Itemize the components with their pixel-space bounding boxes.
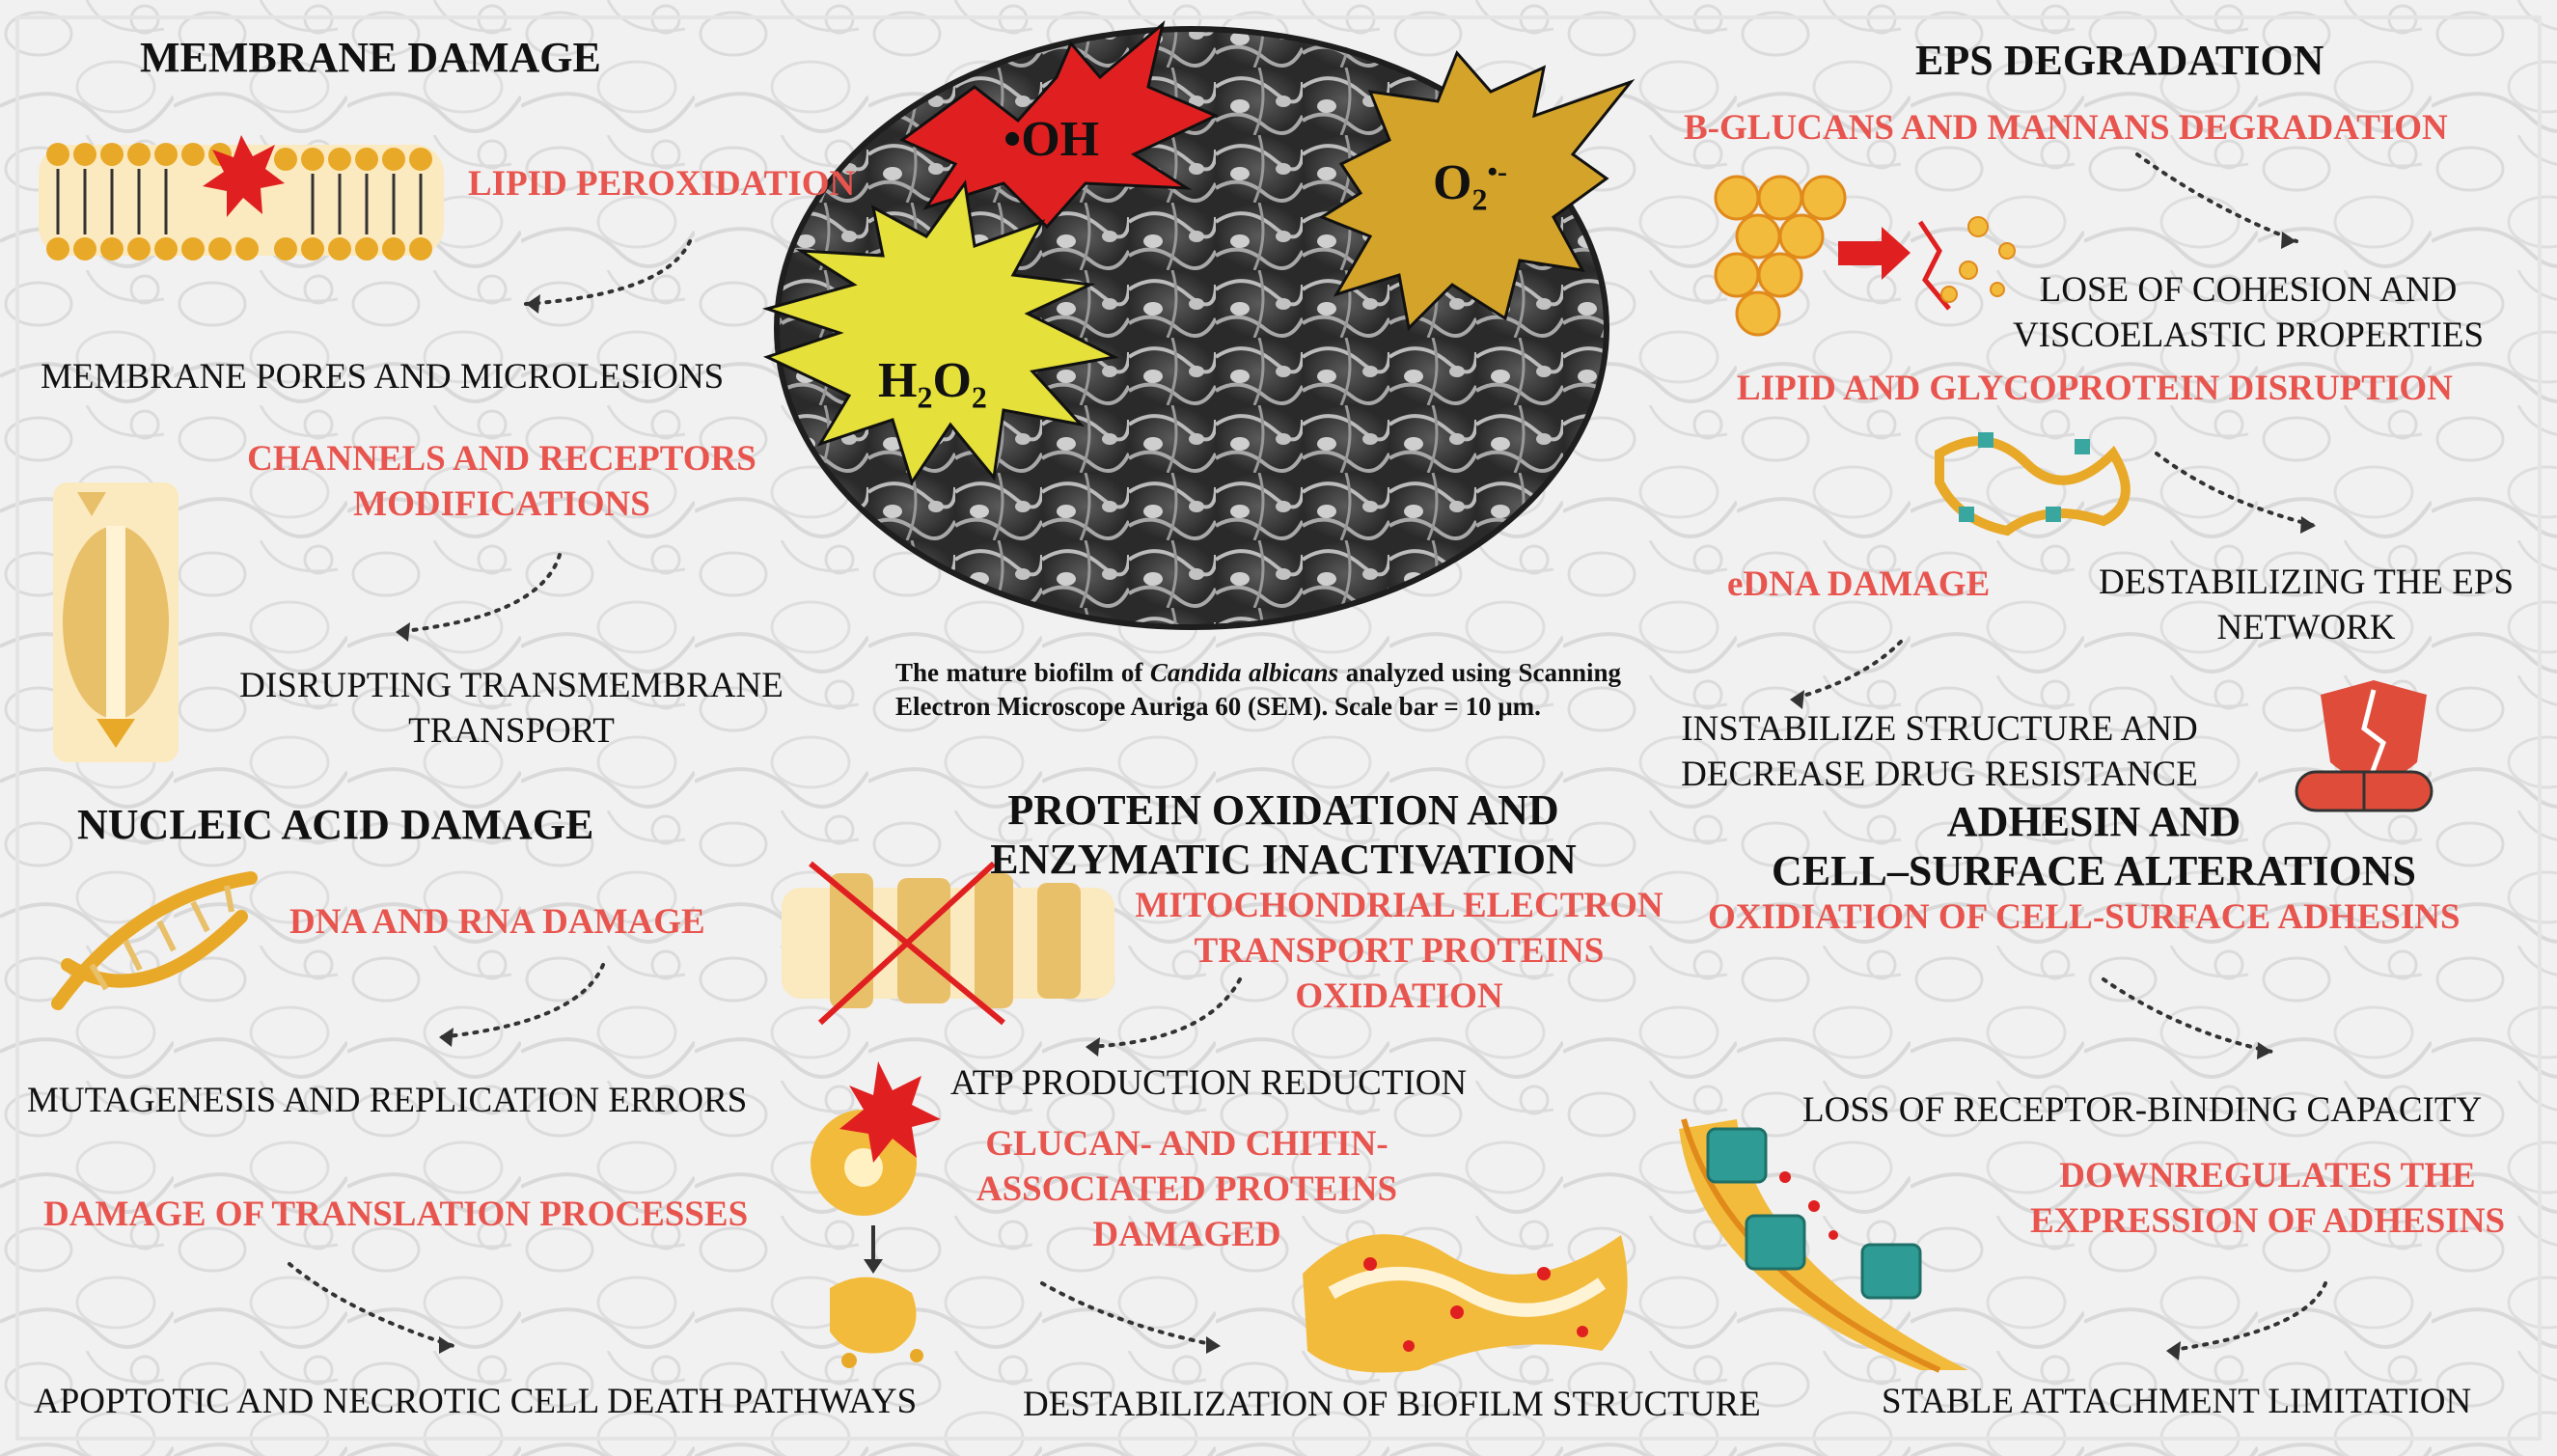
- crossed-etc-membrane-icon: [782, 861, 1114, 1026]
- biofilm-disruption-icon: [1303, 1234, 1628, 1373]
- channels-modifications-line1: CHANNELS AND RECEPTORS: [247, 439, 756, 479]
- adhesin-title-line1: ADHESIN AND: [1946, 798, 2241, 845]
- adhesin-puzzle-icon: [1679, 1118, 1968, 1373]
- downregulation-line1: DOWNREGULATES THE: [2059, 1156, 2476, 1195]
- glucan-proteins-line2: ASSOCIATED PROTEINS: [976, 1169, 1398, 1209]
- nucleic-acid-damage-title: NUCLEIC ACID DAMAGE: [77, 801, 594, 848]
- biofilm-destabilization-label: DESTABILIZATION OF BIOFILM STRUCTURE: [1023, 1385, 1761, 1424]
- cohesion-loss-line1: LOSE OF COHESION AND: [2039, 270, 2458, 310]
- broken-shield-pill-icon: [2295, 680, 2433, 812]
- transmembrane-channel-icon: [53, 482, 179, 762]
- mito-etc-line1: MITOCHONDRIAL ELECTRON: [1135, 886, 1663, 925]
- hydroxyl-radical-label: •OH: [1004, 112, 1100, 167]
- glucan-mannan-degradation-label: Β-GLUCANS AND MANNANS DEGRADATION: [1684, 108, 2448, 148]
- superoxide-label: O2•-: [1433, 155, 1507, 217]
- glucan-proteins-line1: GLUCAN- AND CHITIN-: [985, 1124, 1388, 1164]
- mutagenesis-label: MUTAGENESIS AND REPLICATION ERRORS: [27, 1081, 748, 1120]
- instabilize-structure-line1: INSTABILIZE STRUCTURE AND: [1681, 709, 2198, 749]
- eps-degradation-title: EPS DEGRADATION: [1915, 37, 2324, 84]
- instabilize-structure-line2: DECREASE DRUG RESISTANCE: [1681, 755, 2198, 794]
- transmembrane-transport-line1: DISRUPTING TRANSMEMBRANE: [239, 666, 784, 705]
- edna-damage-label: eDNA DAMAGE: [1727, 564, 1991, 604]
- attachment-limitation-label: STABLE ATTACHMENT LIMITATION: [1882, 1382, 2472, 1421]
- receptor-binding-loss-label: LOSS OF RECEPTOR-BINDING CAPACITY: [1802, 1090, 2483, 1130]
- glucan-proteins-line3: DAMAGED: [1092, 1215, 1281, 1254]
- lipid-peroxidation-label: LIPID PEROXIDATION: [468, 164, 856, 204]
- transmembrane-transport-line2: TRANSPORT: [408, 711, 615, 751]
- adhesin-oxidation-label: OXIDIATION OF CELL-SURFACE ADHESINS: [1708, 897, 2461, 937]
- sem-caption: The mature biofilm of Candida albicans a…: [895, 658, 1621, 722]
- atp-reduction-label: ATP PRODUCTION REDUCTION: [950, 1063, 1468, 1103]
- cohesion-loss-line2: VISCOELASTIC PROPERTIES: [2012, 316, 2485, 355]
- dna-helix-icon: [51, 871, 258, 1010]
- arrowheads: [396, 232, 2316, 1360]
- hydrogen-peroxide-star: [761, 179, 1119, 486]
- glucan-degradation-icon: [1714, 175, 2016, 337]
- cell-death-pathways-label: APOPTOTIC AND NECROTIC CELL DEATH PATHWA…: [34, 1382, 918, 1421]
- protein-oxidation-title-line2: ENZYMATIC INACTIVATION: [990, 836, 1577, 883]
- eps-network-icon: [1935, 432, 2131, 536]
- hydrogen-peroxide-label: H2O2: [878, 353, 987, 415]
- protein-oxidation-title-line1: PROTEIN OXIDATION AND: [1007, 786, 1559, 834]
- lipid-glycoprotein-disruption-label: LIPID AND GLYCOPROTEIN DISRUPTION: [1737, 369, 2453, 408]
- membrane-pores-label: MEMBRANE PORES AND MICROLESIONS: [41, 357, 725, 397]
- eps-network-line2: NETWORK: [2216, 608, 2396, 647]
- downregulation-line2: EXPRESSION OF ADHESINS: [2029, 1201, 2506, 1241]
- mito-etc-line3: OXIDATION: [1295, 976, 1503, 1016]
- hydroxyl-radical-star: [899, 19, 1220, 230]
- channels-modifications-line2: MODIFICATIONS: [353, 484, 650, 524]
- lipid-bilayer-icon: [39, 135, 444, 261]
- superoxide-star: [1318, 50, 1636, 332]
- mito-etc-line2: TRANSPORT PROTEINS: [1194, 931, 1605, 971]
- cell-death-icon: [811, 1061, 941, 1368]
- translation-damage-label: DAMAGE OF TRANSLATION PROCESSES: [43, 1195, 749, 1234]
- eps-network-line1: DESTABILIZING THE EPS: [2098, 563, 2515, 602]
- membrane-damage-title: MEMBRANE DAMAGE: [140, 34, 601, 81]
- adhesin-title-line2: CELL–SURFACE ALTERATIONS: [1772, 847, 2416, 894]
- dna-rna-damage-label: DNA AND RNA DAMAGE: [289, 902, 705, 942]
